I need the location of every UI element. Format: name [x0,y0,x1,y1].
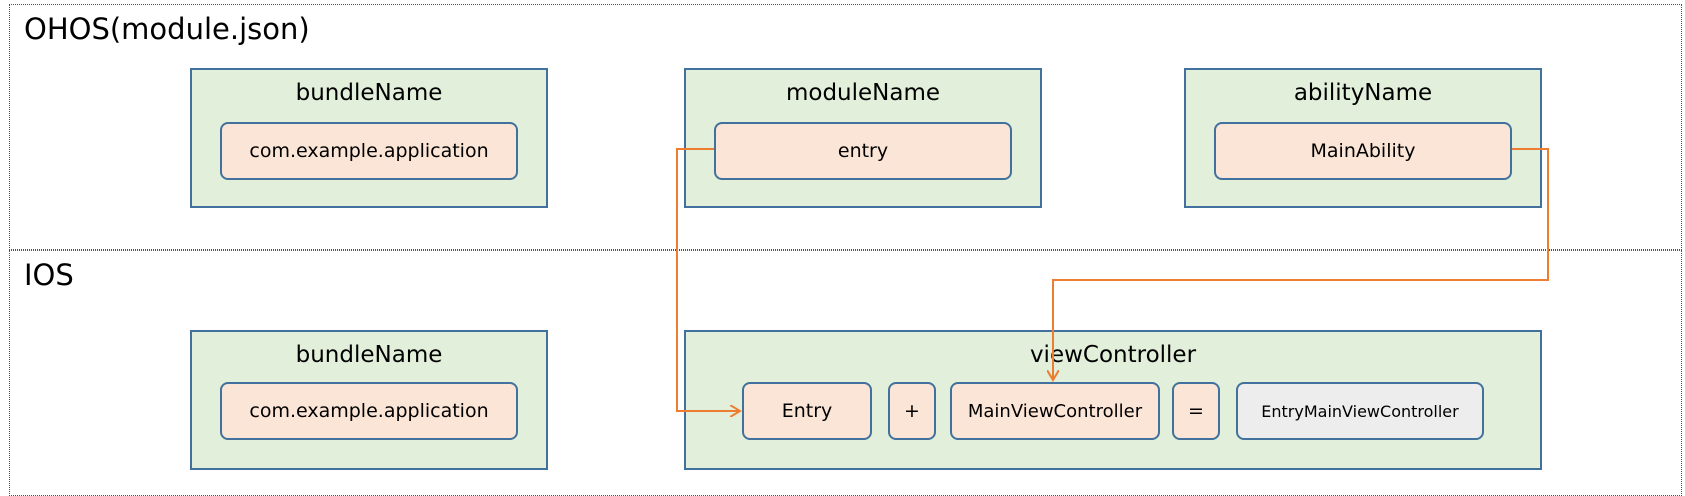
ios-bundle-title: bundleName [295,342,443,368]
equals-sign: = [1172,382,1220,440]
ohos-ability-group: abilityName MainAbility [1184,68,1542,208]
ohos-section: OHOS(module.json) [9,4,1682,250]
ohos-bundle-group: bundleName com.example.application [190,68,548,208]
entry-main-view-controller-result: EntryMainViewController [1236,382,1484,440]
ohos-section-title: OHOS(module.json) [24,12,310,46]
ohos-module-title: moduleName [785,80,941,106]
ios-view-controller-group: viewController Entry + MainViewControlle… [684,330,1542,470]
ohos-ability-title: abilityName [1293,80,1433,106]
ohos-bundle-title: bundleName [295,80,443,106]
main-view-controller-box: MainViewController [950,382,1160,440]
ios-bundle-group: bundleName com.example.application [190,330,548,470]
ohos-ability-value: MainAbility [1214,122,1512,180]
ios-view-controller-title: viewController [1029,342,1197,368]
entry-box: Entry [742,382,872,440]
ohos-module-group: moduleName entry [684,68,1042,208]
ohos-bundle-value: com.example.application [220,122,518,180]
ohos-module-value: entry [714,122,1012,180]
ios-bundle-value: com.example.application [220,382,518,440]
ios-section-title: IOS [24,258,74,292]
plus-sign: + [888,382,936,440]
